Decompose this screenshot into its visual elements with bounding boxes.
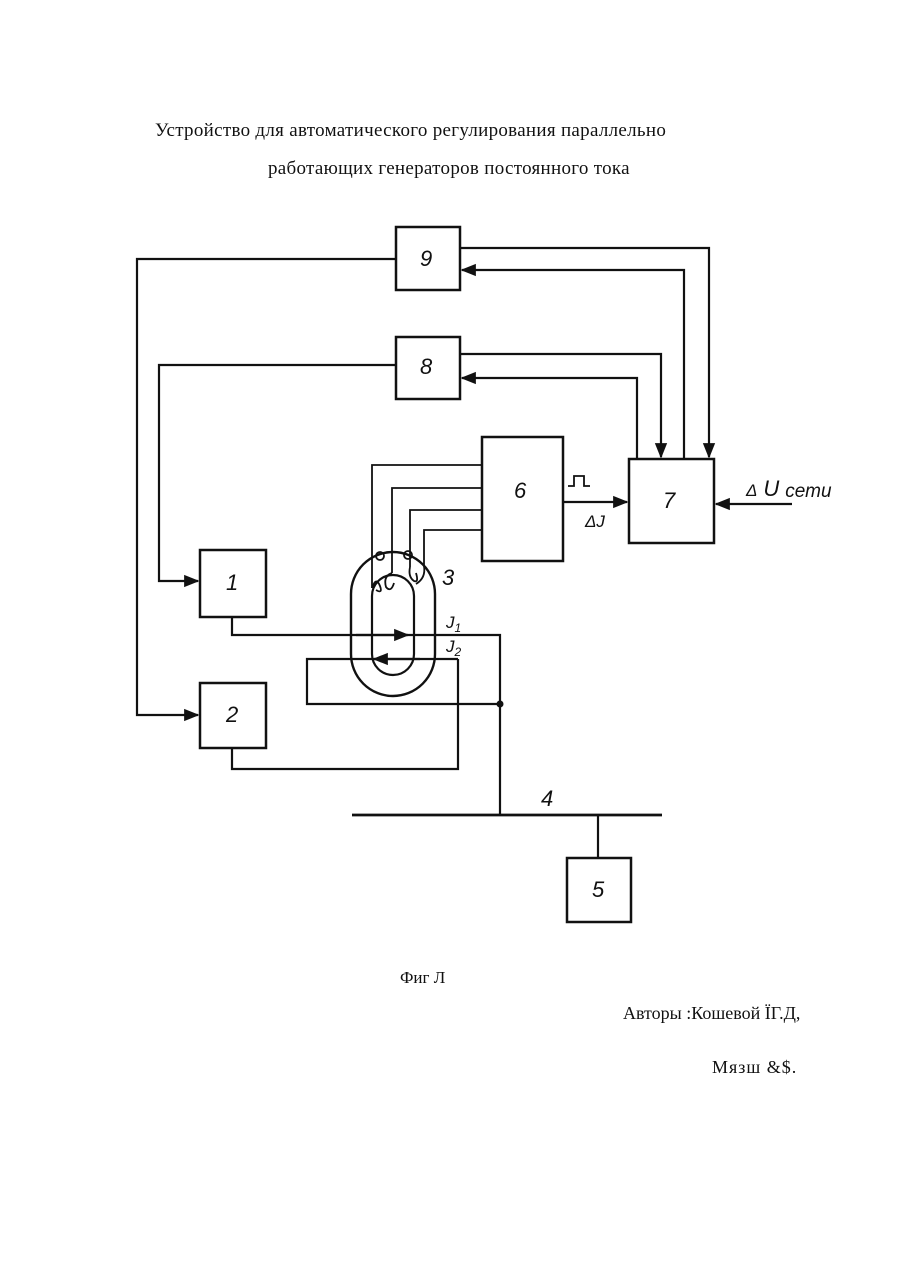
label-j2: J2 [445, 637, 462, 659]
winding-loop-right [410, 566, 425, 584]
wire-8-to-1 [159, 365, 396, 581]
label-delta-u-setI: Δ U сети [745, 476, 832, 502]
label-j1: J1 [445, 613, 461, 635]
block-8: 8 [396, 337, 460, 399]
block-6: 6 [482, 437, 563, 561]
bus-4-label: 4 [541, 786, 553, 811]
block-5-label: 5 [592, 877, 605, 902]
block-9-label: 9 [420, 246, 432, 271]
block-1-label: 1 [226, 570, 238, 595]
figure-caption: Фиг Л [400, 968, 445, 988]
authors-line-2: Мязш &$. [712, 1057, 797, 1078]
block-1: 1 [200, 550, 266, 617]
label-delta-j: ΔJ [584, 512, 605, 531]
block-2: 2 [200, 683, 266, 748]
block-5: 5 [567, 858, 631, 922]
block-2-label: 2 [225, 702, 238, 727]
block-8-label: 8 [420, 354, 433, 379]
block-7-label: 7 [663, 488, 676, 513]
pulse-symbol [568, 476, 590, 486]
wire-9-to-2 [137, 259, 396, 715]
wire-7-out-to-9 [462, 270, 684, 461]
winding-lead-4 [424, 530, 482, 566]
sensor-3-label: 3 [442, 565, 455, 590]
block-9: 9 [396, 227, 460, 290]
junction-dot [497, 701, 504, 708]
block-6-label: 6 [514, 478, 527, 503]
wire-9-out-to-7 [460, 248, 709, 457]
authors-line-1: Авторы :Кошевой ЇГ.Д, [623, 1003, 800, 1024]
block-7: 7 [629, 459, 714, 543]
conductor-j2-loop [307, 659, 500, 704]
winding-lead-3 [410, 510, 482, 567]
